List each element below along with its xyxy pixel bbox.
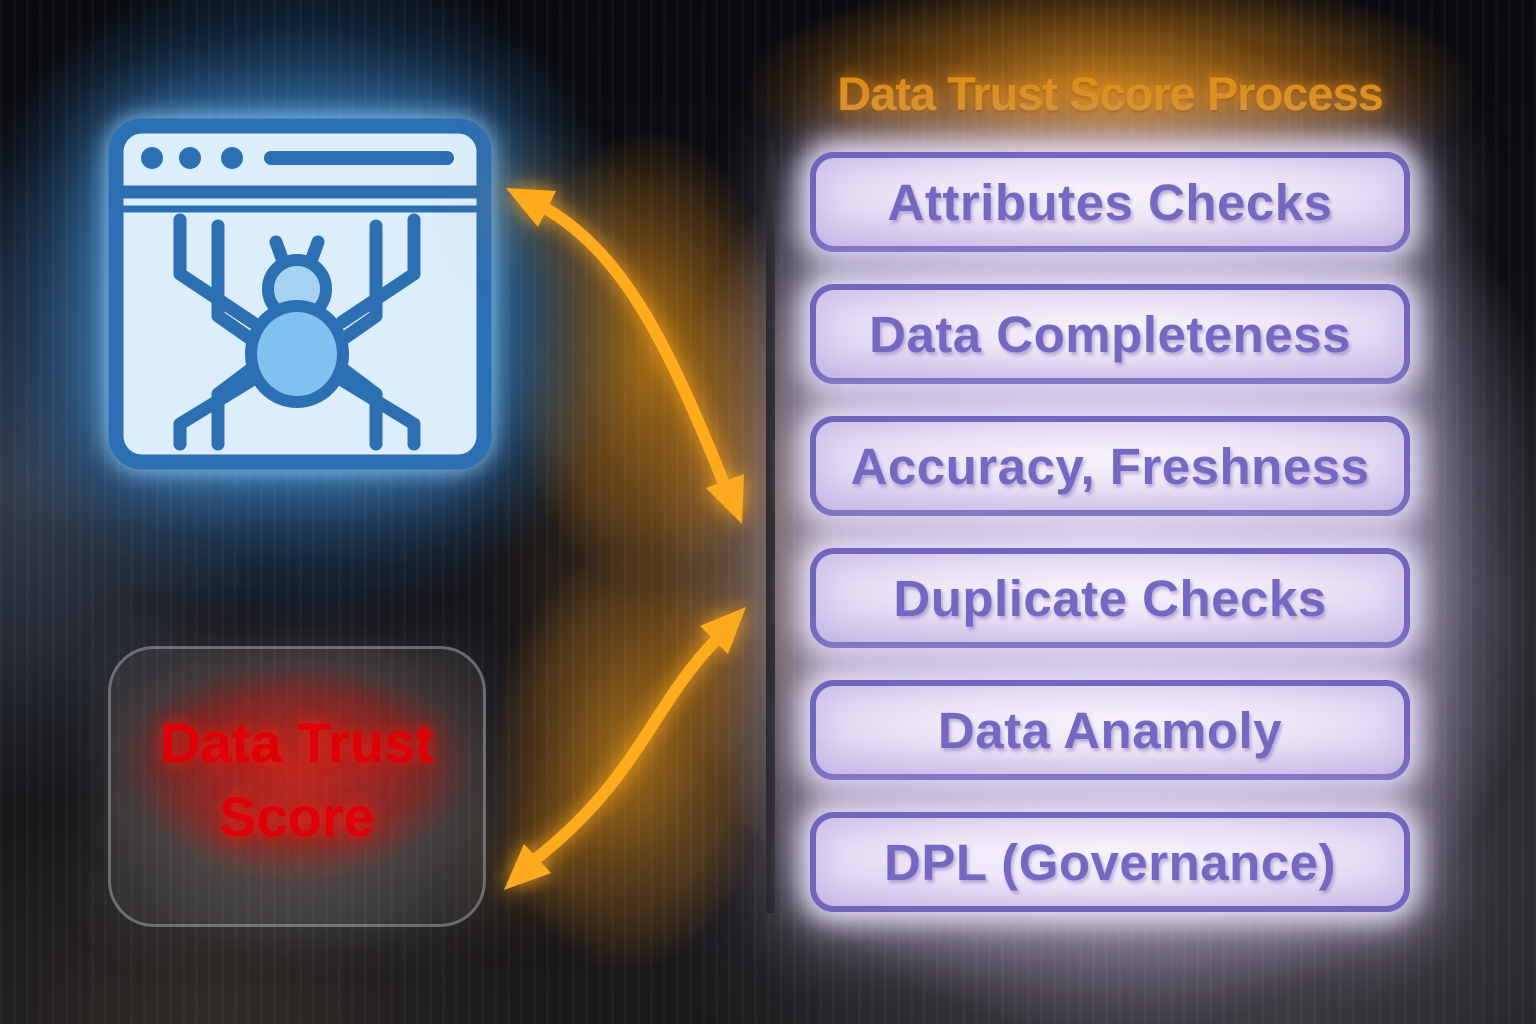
process-step: DPL (Governance) (810, 812, 1410, 912)
process-step-label: Data Anamoly (937, 701, 1283, 759)
spider-icon (173, 213, 421, 451)
data-trust-score-label: Data Trust Score (160, 710, 434, 848)
address-bar-icon (264, 151, 454, 165)
bidirectional-arrow-bottom-icon (504, 607, 746, 890)
data-trust-score-box: Data Trust Score (108, 646, 486, 927)
window-dot-icon (221, 147, 243, 169)
process-step-label: Data Completeness (869, 305, 1351, 363)
process-step: Duplicate Checks (810, 548, 1410, 648)
process-step-label: Attributes Checks (887, 173, 1333, 231)
process-step: Data Anamoly (810, 680, 1410, 780)
process-step: Accuracy, Freshness (810, 416, 1410, 516)
process-step: Data Completeness (810, 284, 1410, 384)
process-step-label: DPL (Governance) (883, 833, 1336, 891)
process-divider-line (766, 137, 775, 913)
process-step-label: Accuracy, Freshness (850, 437, 1370, 495)
bidirectional-arrow-top-icon (506, 188, 744, 524)
window-dot-icon (141, 147, 163, 169)
process-step-list: Attributes Checks Data Completeness Accu… (810, 152, 1410, 944)
process-step: Attributes Checks (810, 152, 1410, 252)
window-dot-icon (179, 147, 201, 169)
process-title: Data Trust Score Process (837, 67, 1384, 120)
process-step-label: Duplicate Checks (893, 569, 1327, 627)
